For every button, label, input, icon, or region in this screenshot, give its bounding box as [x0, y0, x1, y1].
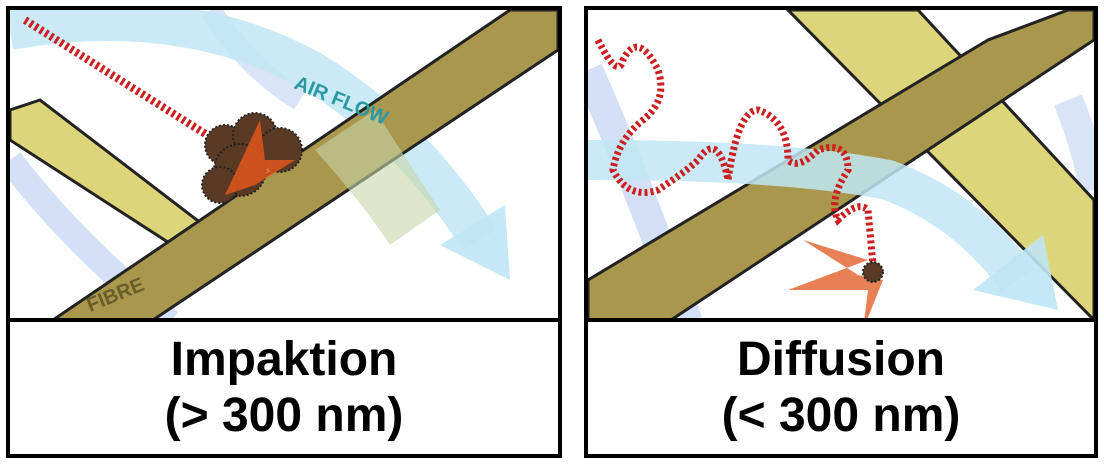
- background-airstream: [1054, 94, 1094, 193]
- airflow-arrowhead: [973, 235, 1058, 310]
- airflow-arrow: [10, 10, 497, 251]
- fibre-dark: [47, 10, 558, 322]
- diffusion-panel: Diffusion (< 300 nm): [584, 6, 1098, 458]
- diffusion-size-range: (< 300 nm): [721, 389, 961, 442]
- diffusion-title: Diffusion: [737, 333, 945, 386]
- fibre-light: [785, 10, 1094, 322]
- fibre-light: [10, 98, 213, 252]
- particle-path: [22, 16, 218, 144]
- impaction-panel: AIR FLOW FIBRE Impaktion (> 300 nm): [6, 6, 562, 458]
- diffusion-illustration: [588, 10, 1094, 322]
- impaction-size-range: (> 300 nm): [164, 389, 404, 442]
- impaction-title: Impaktion: [170, 333, 398, 386]
- impaction-caption: Impaktion (> 300 nm): [10, 318, 558, 454]
- particle-path: [594, 38, 877, 266]
- airflow-arrow: [588, 140, 1035, 292]
- diffused-particle: [862, 261, 884, 283]
- airflow-over-fibre: [315, 110, 440, 245]
- impact-splash: [788, 240, 883, 322]
- airflow-arrowhead: [440, 205, 510, 280]
- impact-splash: [225, 120, 295, 195]
- impaction-illustration: AIR FLOW FIBRE: [10, 10, 558, 322]
- diffusion-caption: Diffusion (< 300 nm): [588, 318, 1094, 454]
